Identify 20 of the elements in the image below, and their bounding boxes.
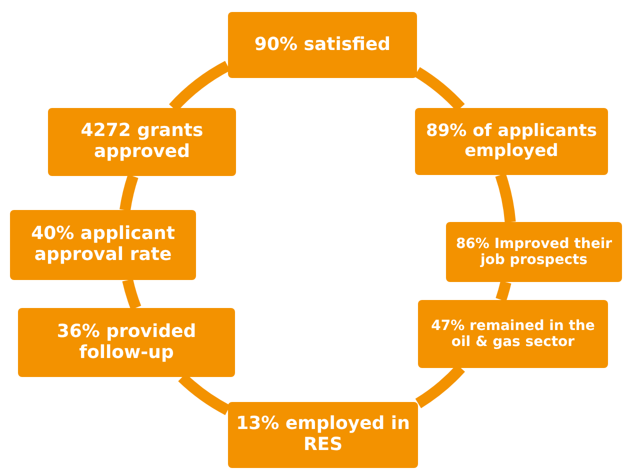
stat-text: 86% Improved their job prospects [454, 236, 614, 268]
ring-connector [495, 173, 516, 223]
stat-box [228, 12, 417, 78]
ring-connector [496, 280, 512, 302]
ring-connector [120, 174, 138, 211]
stat-box [415, 108, 608, 175]
stat-text: 36% provided follow-up [56, 322, 198, 364]
stat-text: 4272 grants approved [80, 121, 204, 163]
stat-text: 40% applicant approval rate [30, 224, 176, 266]
stat-box [418, 300, 608, 368]
stat-box [10, 210, 196, 280]
stat-box [228, 402, 418, 468]
stat-box [18, 308, 235, 377]
stat-text: 13% employed in RES [236, 414, 410, 456]
stat-text: 90% satisfied [254, 34, 391, 56]
stat-box [446, 222, 622, 282]
stat-box [48, 108, 236, 176]
stat-text: 47% remained in the oil & gas sector [430, 318, 596, 350]
ring-connector [122, 278, 142, 310]
stat-text: 89% of applicants employed [425, 122, 598, 162]
